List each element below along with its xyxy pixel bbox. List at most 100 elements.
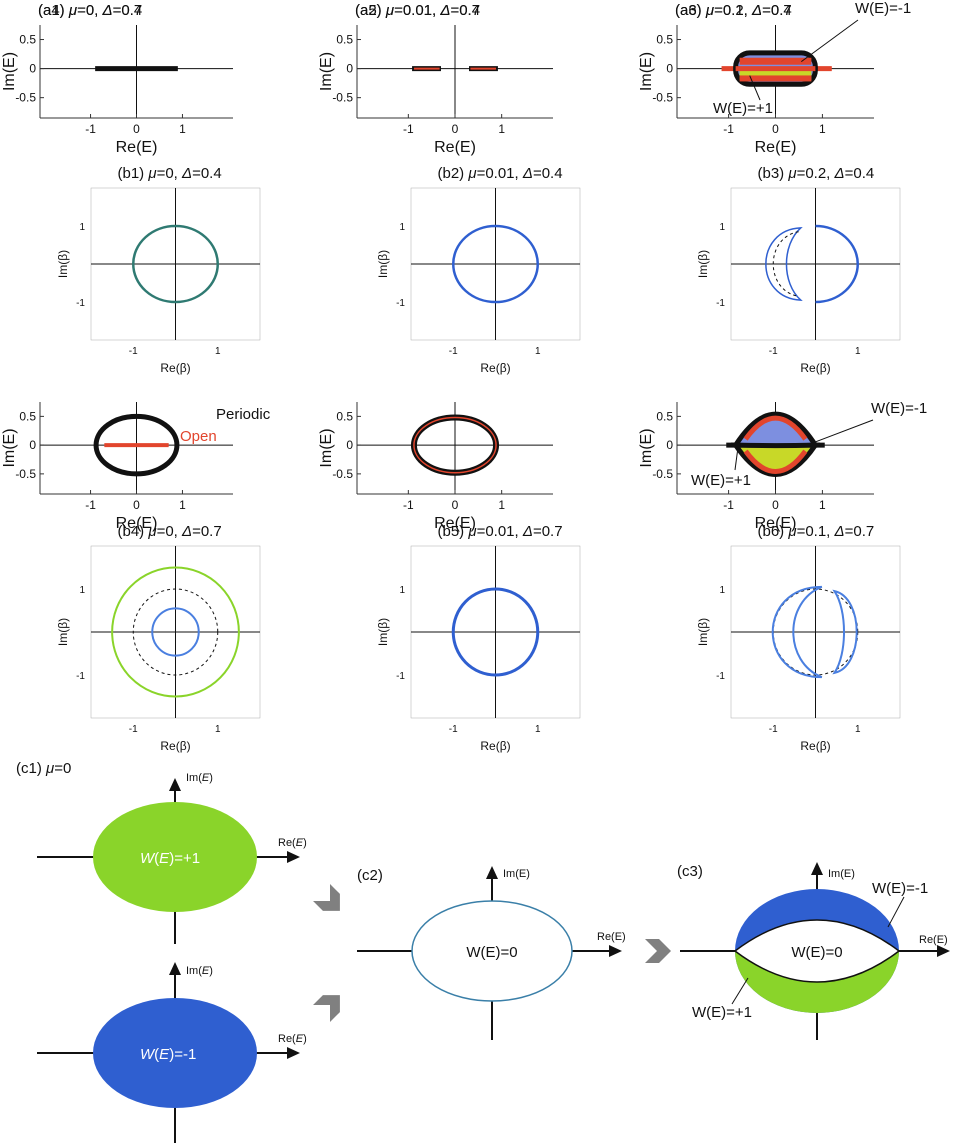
panel-title-part-2: =0.01, [394,2,440,19]
x-tick-label: -1 [129,724,138,735]
panel-title-part-0: (a1) [38,2,69,19]
y-tick-label: 0 [29,438,36,452]
x-axis-label: Re(E) [116,139,158,156]
x-tick-label: 0 [772,498,779,512]
annotation-w-minus-pointer [801,19,859,63]
panel-c2: (c2)W(E)=0Im(E)Re(E) [357,866,626,1040]
panel-title-part-2: =0, [157,523,182,540]
imag-axis-label: Im(E) [186,772,213,784]
x-tick-label: -1 [129,346,138,357]
y-axis-label: Im(E) [1,428,18,467]
imag-axis-label-part-0: Im( [186,965,202,977]
x-axis-label: Re(E) [755,515,797,532]
x-tick-label: -1 [85,122,96,136]
panel-title-part-2: =0.01, [394,2,440,19]
panel-title-part-0: (b3) [758,165,789,182]
y-tick-label: 0.5 [656,33,673,47]
panel-title: (a5) μ=0.01, Δ=0.7 [355,2,480,19]
panel-title-part-0: (a4) [38,2,69,19]
x-tick-label: 0 [452,498,459,512]
panel-title: (c1) μ=0 [16,760,71,777]
real-axis-label: Re(E) [597,931,626,943]
imag-axis-arrow [811,862,823,875]
periodic-ellipse [413,416,497,474]
panel-title-part-4: =0.4 [762,2,792,19]
transition-arrow-top-shape [313,884,340,911]
x-tick-label: 1 [855,724,861,735]
panel-title-part-1: μ [45,760,54,777]
panel-title-part-3: Δ [834,523,845,540]
real-axis-arrow [287,851,300,863]
panel-title-part-0: (b2) [438,165,469,182]
panel-title-part-3: Δ [522,165,533,182]
panel-title-part-4: =0.7 [533,523,563,540]
panel-title-part-1: μ [68,2,77,19]
lower-lens [730,442,821,477]
x-axis-label: Re(β) [480,739,510,753]
panel-title-part-4: =0.4 [192,165,222,182]
right-half-circle [815,224,859,304]
panel-title: (b2) μ=0.01, Δ=0.4 [438,165,563,182]
real-axis-label: Re(E) [919,934,948,946]
panel-title-part-1: μ [147,523,156,540]
real-axis-label-part-2: ) [303,837,307,849]
annotation-w-plus-pointer [734,447,739,471]
transition-arrow-right [645,939,671,963]
panel-title-part-4: =0.4 [845,165,875,182]
panel-title-part-2: =0, [77,2,102,19]
annotation-periodic: Periodic [216,406,271,423]
panel-title-part-2: =0.1, [797,523,835,540]
panel-title-part-2: =0, [77,2,102,19]
x-tick-label: 0 [133,498,140,512]
x-axis-label: Re(β) [800,739,830,753]
panel-title-part-0: (b6) [758,523,789,540]
y-tick-label: 0 [666,62,673,76]
panel-title-part-0: (a6) [675,2,706,19]
x-axis-label: Re(E) [116,515,158,532]
real-axis-arrow [937,945,950,957]
label-w-plus: W(E)=+1 [140,850,200,867]
x-tick-label: -1 [723,122,734,136]
panel-title-part-2: =0.01, [477,165,523,182]
panel-title-part-4: =0.7 [450,2,480,19]
label-w-plus: W(E)=+1 [692,1004,752,1021]
real-axis-label: Re(E) [278,1033,307,1045]
dashed-unit-arc [772,231,799,297]
x-tick-label: -1 [449,346,458,357]
annotation-w-plus-pointer [749,75,761,101]
inner-circle [151,607,200,657]
imag-axis-label: Im(E) [828,868,855,880]
imag-axis-label: Im(E) [186,965,213,977]
panel-title-part-4: =0.4 [533,165,563,182]
x-tick-label: -1 [85,498,96,512]
panel-title-part-3: Δ [181,165,192,182]
x-axis-label: Re(E) [755,139,797,156]
y-tick-label: -0.5 [15,467,36,481]
y-tick-label: 0 [666,438,673,452]
panel-title-part-0: (a3) [675,2,706,19]
lower-red-arc [743,449,808,474]
x-axis-label: Re(E) [434,139,476,156]
panel-title-part-0: (c1) [16,760,46,777]
real-axis-label-part-1: E [296,1033,304,1045]
y-tick-label: -0.5 [15,91,36,105]
x-tick-label: 1 [215,724,221,735]
panel-title-part-1: μ [787,165,796,182]
ellipse-w-minus [93,998,257,1108]
y-axis-label: Im(β) [56,618,70,646]
y-axis-label: Im(β) [696,250,710,278]
y-tick-label: -0.5 [652,467,673,481]
annotation-w-plus: W(E)=+1 [713,100,773,117]
label-w-plus-part-4: =+1 [174,850,200,867]
panel-title-part-1: μ [787,523,796,540]
x-tick-label: 1 [535,724,541,735]
x-tick-label: -1 [449,724,458,735]
panel-title: (a4) μ=0, Δ=0.7 [38,2,142,19]
y-tick-label: 0.5 [19,33,36,47]
inner-lens-w-zero [733,919,901,983]
real-axis-label-part-0: Re( [278,1033,296,1045]
